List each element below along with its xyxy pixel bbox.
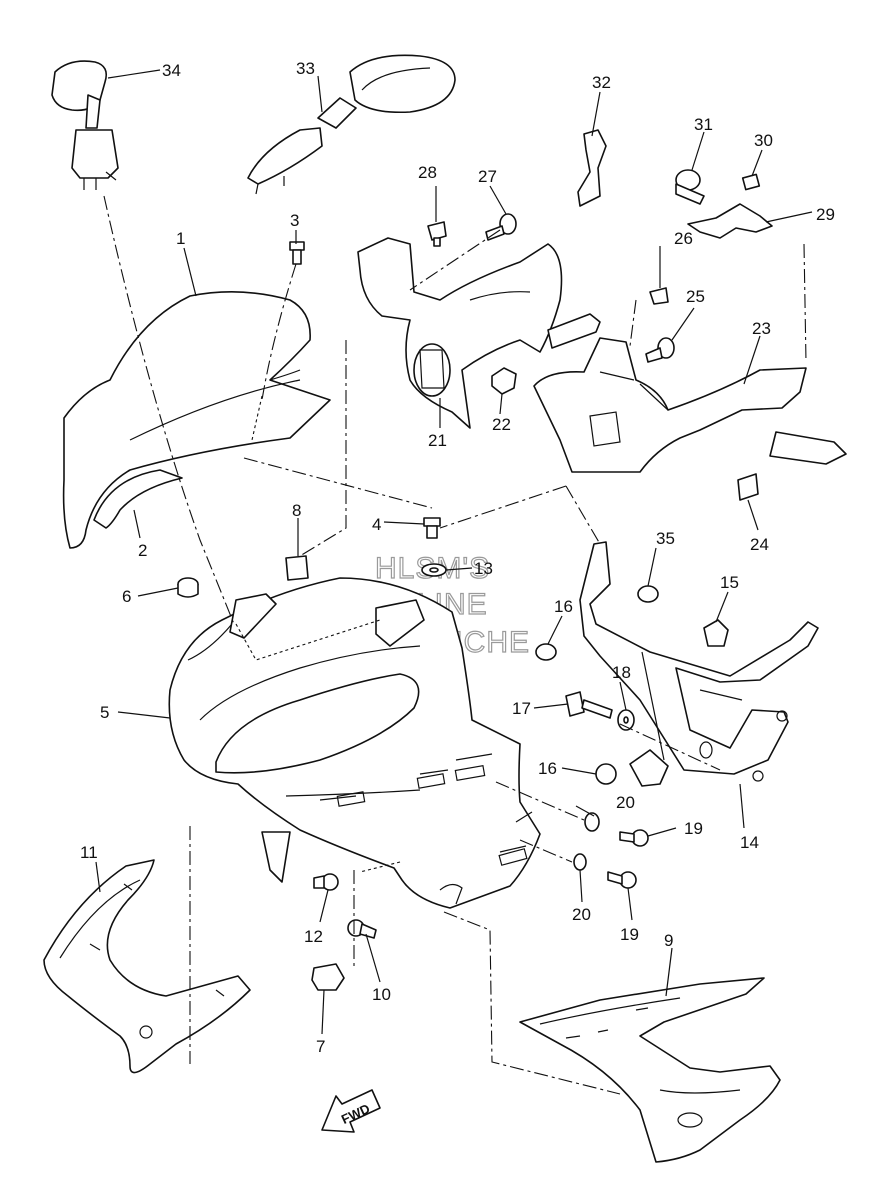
callout-5: 5 — [100, 703, 109, 722]
fwd-arrow-icon: FWD — [321, 1089, 381, 1133]
callout-12: 12 — [304, 927, 323, 946]
callout-26: 22 — [492, 415, 511, 434]
part-35-grommet[interactable] — [637, 585, 659, 603]
callout-16b: 16 — [538, 759, 557, 778]
callout-16a: 16 — [554, 597, 573, 616]
part-16b-grommet[interactable] — [595, 763, 617, 785]
callout-30: 30 — [754, 131, 773, 150]
assembly-lines — [103, 195, 807, 1095]
part-24-rivet[interactable] — [649, 287, 669, 305]
callout-22: 24 — [750, 535, 769, 554]
part-2-trim[interactable] — [93, 469, 183, 529]
callout-11: 11 — [80, 843, 98, 862]
part-30-nut[interactable] — [741, 173, 761, 191]
callout-4: 4 — [372, 515, 381, 534]
callout-8: 8 — [292, 501, 301, 520]
part-14-stay[interactable] — [579, 541, 819, 782]
part-4-screw[interactable] — [423, 517, 441, 539]
part-10-screw[interactable] — [347, 919, 377, 939]
callout-29: 29 — [816, 205, 835, 224]
callout-35: 35 — [656, 529, 675, 548]
part-5-front-cowling[interactable] — [168, 577, 541, 909]
callout-27: 27 — [478, 167, 497, 186]
part-21-inner-panel[interactable] — [533, 337, 847, 473]
part-19a-screw[interactable] — [619, 829, 649, 847]
callout-33: 33 — [296, 59, 315, 78]
part-11-side-panel[interactable] — [43, 859, 251, 1074]
callout-32: 32 — [592, 73, 611, 92]
part-20a-washer[interactable] — [584, 812, 600, 832]
part-25-bracket[interactable] — [357, 237, 601, 429]
part-17-bolt[interactable] — [565, 691, 613, 719]
part-8-bracket[interactable] — [285, 555, 309, 581]
callout-21: 23 — [752, 319, 771, 338]
callout-19b: 19 — [620, 925, 639, 944]
callout-20a: 20 — [616, 793, 635, 812]
callout-34: 34 — [162, 61, 181, 80]
part-20b-washer[interactable] — [573, 853, 587, 871]
part-33-mirror[interactable] — [247, 54, 456, 195]
callout-31: 31 — [694, 115, 713, 134]
part-1-windshield[interactable] — [62, 291, 331, 549]
callout-2: 2 — [138, 541, 147, 560]
callout-10: 10 — [372, 985, 391, 1004]
callout-28: 28 — [418, 163, 437, 182]
callout-7: 7 — [316, 1037, 325, 1056]
callout-23: 25 — [686, 287, 705, 306]
part-26-clip[interactable] — [491, 367, 517, 395]
part-6-grommet[interactable] — [177, 577, 199, 598]
part-16c-bracket-damper[interactable] — [629, 749, 669, 787]
part-12-screw[interactable] — [313, 873, 339, 891]
callout-3: 3 — [290, 211, 299, 230]
callout-25: 21 — [428, 431, 447, 450]
leader-lines — [95, 69, 813, 1035]
callout-1: 1 — [176, 229, 185, 248]
part-29-bracket[interactable] — [687, 203, 773, 239]
part-7-nut[interactable] — [311, 963, 345, 991]
part-22-clip[interactable] — [737, 473, 759, 501]
part-23-bolt[interactable] — [645, 337, 675, 363]
part-34-mirror[interactable] — [51, 60, 119, 190]
callout-14: 14 — [740, 833, 759, 852]
part-13-washer[interactable] — [421, 563, 447, 577]
callout-19a: 19 — [684, 819, 703, 838]
callout-20b: 20 — [572, 905, 591, 924]
callout-6: 6 — [122, 587, 131, 606]
callout-17: 17 — [512, 699, 531, 718]
callout-18: 18 — [612, 663, 631, 682]
part-3-screw[interactable] — [289, 241, 305, 265]
part-9-lower-panel[interactable] — [519, 977, 781, 1163]
callout-15: 15 — [720, 573, 739, 592]
part-32-bracket[interactable] — [577, 129, 607, 207]
part-31-clamp[interactable] — [675, 169, 705, 205]
callout-13: 13 — [474, 559, 493, 578]
part-19b-screw[interactable] — [607, 871, 637, 889]
part-16a-grommet[interactable] — [535, 643, 557, 661]
part-15-grommet[interactable] — [703, 619, 729, 647]
part-28-rivet[interactable] — [427, 221, 447, 247]
callout-9: 9 — [664, 931, 673, 950]
callout-numbers: 34 33 1 3 2 4 6 8 5 13 16 15 35 17 18 16… — [80, 59, 835, 1056]
callout-24: 26 — [674, 229, 693, 248]
